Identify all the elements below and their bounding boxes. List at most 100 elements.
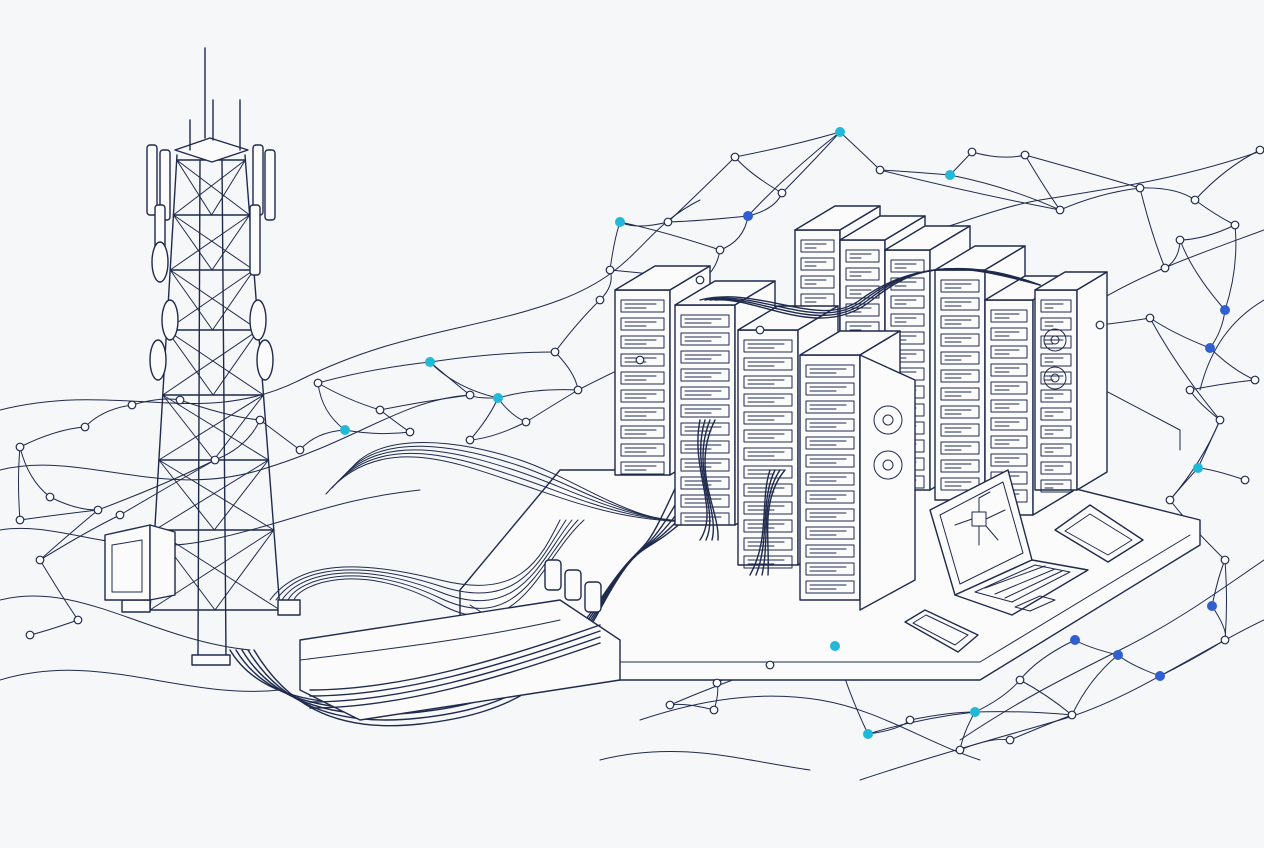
network-node bbox=[1095, 320, 1105, 330]
network-node bbox=[15, 442, 25, 452]
network-node bbox=[1220, 635, 1230, 645]
dish bbox=[149, 339, 167, 381]
network-node bbox=[45, 492, 55, 502]
network-node bbox=[1220, 555, 1230, 565]
network-node bbox=[127, 400, 137, 410]
network-node-highlight bbox=[1193, 463, 1203, 473]
network-node bbox=[777, 188, 787, 198]
server-rack bbox=[1034, 271, 1108, 493]
network-node bbox=[663, 217, 673, 227]
network-node bbox=[1160, 263, 1170, 273]
fan-icon bbox=[1043, 328, 1067, 352]
network-node bbox=[175, 395, 185, 405]
network-node-highlight bbox=[743, 211, 753, 221]
network-node bbox=[1250, 375, 1260, 385]
network-node bbox=[465, 435, 475, 445]
network-node bbox=[405, 427, 415, 437]
network-node bbox=[905, 715, 915, 725]
network-node-highlight bbox=[970, 707, 980, 717]
network-node bbox=[665, 700, 675, 710]
network-node bbox=[25, 630, 35, 640]
smartphone bbox=[904, 609, 979, 653]
network-node bbox=[80, 422, 90, 432]
network-node-highlight bbox=[493, 393, 503, 403]
network-node bbox=[595, 295, 605, 305]
network-node-highlight bbox=[1207, 601, 1217, 611]
network-node-highlight bbox=[1070, 635, 1080, 645]
server-racks bbox=[614, 205, 1108, 611]
network-node bbox=[755, 325, 765, 335]
network-node bbox=[210, 455, 220, 465]
antenna-panel bbox=[146, 144, 158, 216]
network-node bbox=[955, 745, 965, 755]
network-node bbox=[1185, 385, 1195, 395]
network-node bbox=[1067, 710, 1077, 720]
network-node-highlight bbox=[1205, 343, 1215, 353]
network-node bbox=[573, 385, 583, 395]
network-node bbox=[1175, 235, 1185, 245]
network-node bbox=[695, 275, 705, 285]
network-node bbox=[1020, 150, 1030, 160]
network-node bbox=[465, 390, 475, 400]
network-node bbox=[521, 417, 531, 427]
network-node-highlight bbox=[1155, 671, 1165, 681]
network-node bbox=[765, 660, 775, 670]
network-node bbox=[15, 515, 25, 525]
cable-bundle bbox=[229, 399, 802, 727]
network-node bbox=[115, 510, 125, 520]
network-node bbox=[295, 445, 305, 455]
network-node-highlight bbox=[863, 729, 873, 739]
network-node-highlight bbox=[425, 357, 435, 367]
fan-icon bbox=[1043, 366, 1067, 390]
network-node bbox=[35, 555, 45, 565]
network-nodes bbox=[15, 127, 1264, 755]
network-node bbox=[1255, 145, 1264, 155]
network-node bbox=[1230, 220, 1240, 230]
network-node-highlight bbox=[1113, 650, 1123, 660]
network-node bbox=[1145, 313, 1155, 323]
network-node bbox=[715, 245, 725, 255]
network-node-highlight bbox=[830, 641, 840, 651]
network-node-highlight bbox=[945, 170, 955, 180]
network-node bbox=[875, 165, 885, 175]
network-node-highlight bbox=[615, 217, 625, 227]
network-node bbox=[375, 405, 385, 415]
network-node bbox=[73, 615, 83, 625]
network-node bbox=[1135, 183, 1145, 193]
equipment-shed bbox=[104, 524, 176, 601]
fan-icon bbox=[873, 450, 903, 480]
network-node bbox=[550, 347, 560, 357]
network-node bbox=[255, 415, 265, 425]
cell-tower bbox=[121, 47, 301, 666]
network-node bbox=[967, 147, 977, 157]
network-node bbox=[93, 505, 103, 515]
server-rack-side bbox=[859, 328, 1067, 611]
tablet bbox=[1054, 504, 1144, 563]
network-node-highlight bbox=[340, 425, 350, 435]
network-node bbox=[1240, 475, 1250, 485]
network-node bbox=[1190, 195, 1200, 205]
antenna-panel bbox=[249, 204, 261, 276]
network-node bbox=[313, 378, 323, 388]
network-node bbox=[1005, 735, 1015, 745]
dish bbox=[151, 241, 169, 283]
dish bbox=[256, 339, 274, 381]
network-node bbox=[730, 152, 740, 162]
network-node-highlight bbox=[1220, 305, 1230, 315]
dish bbox=[249, 299, 267, 341]
network-node bbox=[1055, 205, 1065, 215]
network-node bbox=[605, 265, 615, 275]
antenna-panel bbox=[264, 149, 276, 221]
network-node bbox=[712, 678, 722, 688]
network-node bbox=[709, 705, 719, 715]
network-node bbox=[1015, 675, 1025, 685]
fan-icon bbox=[873, 405, 903, 435]
network-node bbox=[1165, 495, 1175, 505]
laptop bbox=[929, 469, 1089, 616]
dish bbox=[161, 299, 179, 341]
network-node-highlight bbox=[835, 127, 845, 137]
network-node bbox=[1215, 415, 1225, 425]
network-node bbox=[635, 355, 645, 365]
